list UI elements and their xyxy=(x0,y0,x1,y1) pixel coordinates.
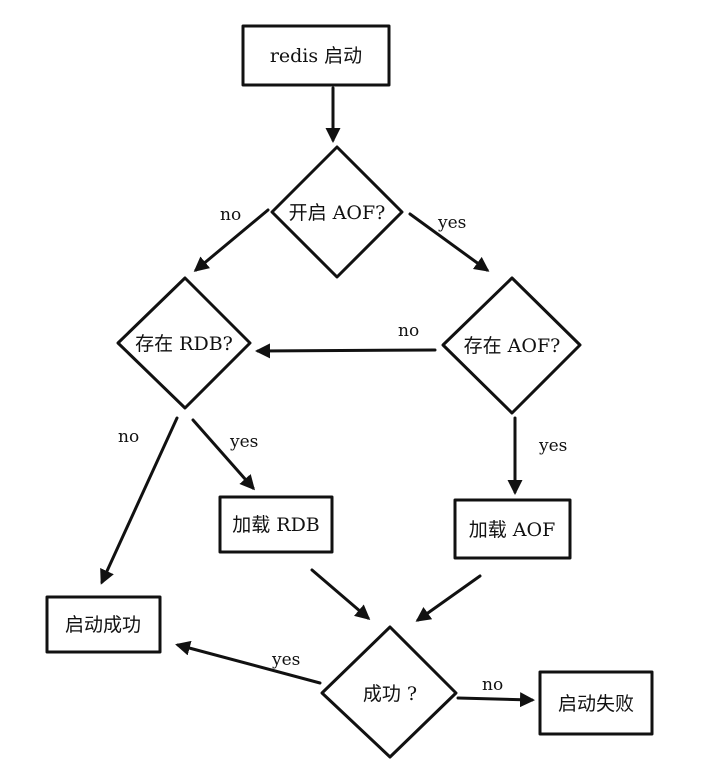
edge-load-aof-to-check xyxy=(415,574,482,622)
edge-aof-enabled-yes xyxy=(408,212,490,272)
edge-label-rdb-exists-no: no xyxy=(118,427,139,447)
node-load-rdb: 加载 RDB xyxy=(218,495,334,554)
edge-label-rdb-exists-yes: yes xyxy=(229,432,258,452)
edge-label-aof-exists-yes: yes xyxy=(538,436,567,456)
edge-label-success-no: no xyxy=(482,675,503,695)
node-start-label: redis 启动 xyxy=(270,45,362,67)
node-load-rdb-label: 加载 RDB xyxy=(232,514,320,536)
node-success-check: 成功 ? xyxy=(320,625,458,759)
edge-rdb-exists-yes xyxy=(191,418,255,491)
node-start-fail-label: 启动失败 xyxy=(558,693,634,715)
node-rdb-exists: 存在 RDB? xyxy=(116,276,252,410)
node-aof-enabled: 开启 AOF? xyxy=(270,145,404,279)
node-success-check-label: 成功 ? xyxy=(363,683,417,705)
node-aof-exists-label: 存在 AOF? xyxy=(464,335,561,357)
edge-label-aof-enabled-yes: yes xyxy=(437,213,466,233)
edge-aof-enabled-no xyxy=(193,208,270,272)
edge-success-yes xyxy=(175,640,322,685)
node-load-aof: 加载 AOF xyxy=(453,498,572,560)
edge-label-aof-enabled-no: no xyxy=(220,205,241,225)
node-load-aof-label: 加载 AOF xyxy=(469,519,556,541)
node-start-success-label: 启动成功 xyxy=(65,614,141,636)
edge-rdb-exists-no xyxy=(100,416,179,585)
node-rdb-exists-label: 存在 RDB? xyxy=(135,333,233,355)
edge-success-no xyxy=(456,692,535,708)
edge-label-aof-exists-no: no xyxy=(398,321,419,341)
edge-label-success-yes: yes xyxy=(271,650,300,670)
node-aof-exists: 存在 AOF? xyxy=(441,276,582,415)
edge-load-rdb-to-check xyxy=(310,568,371,620)
node-start-success: 启动成功 xyxy=(45,595,162,654)
node-aof-enabled-label: 开启 AOF? xyxy=(289,202,386,224)
edge-aof-exists-no xyxy=(255,343,437,359)
node-start-fail: 启动失败 xyxy=(538,670,654,736)
node-start: redis 启动 xyxy=(241,24,391,87)
